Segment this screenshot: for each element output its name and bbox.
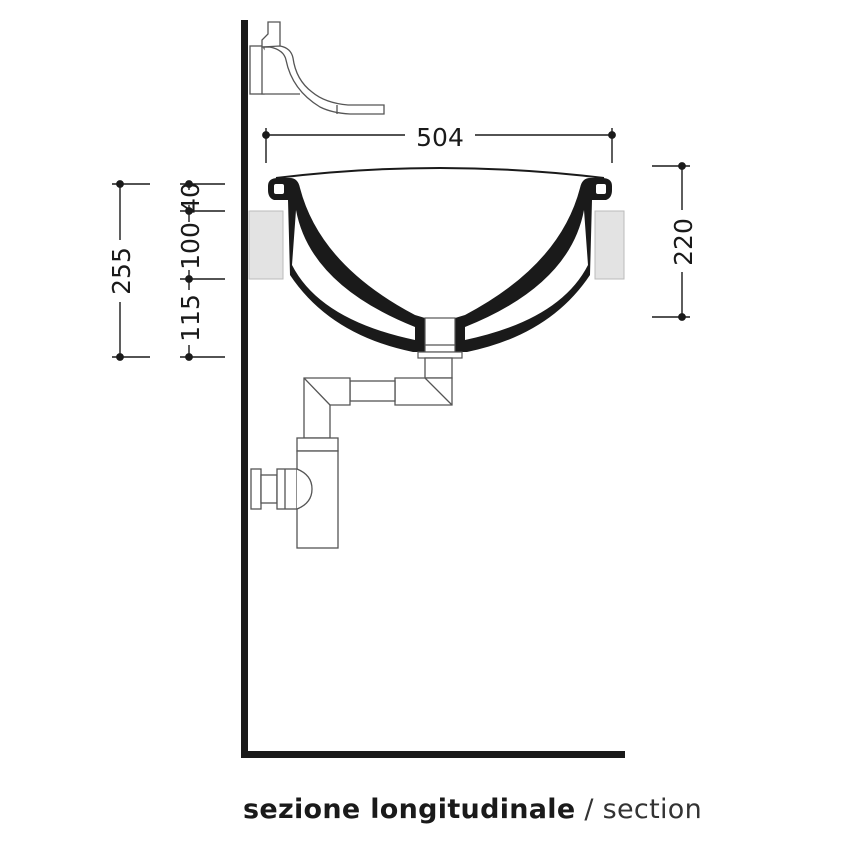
dimension-504-label: 504 — [416, 123, 464, 152]
caption-primary: sezione longitudinale — [243, 794, 576, 825]
caption: sezione longitudinale / section — [243, 794, 702, 825]
dimension-115-label: 115 — [176, 294, 205, 342]
dimension-255-label: 255 — [107, 247, 136, 295]
tap-icon — [249, 21, 385, 115]
dimension-height-left — [112, 180, 225, 361]
dimension-40-label: 40 — [176, 182, 205, 214]
caption-secondary: section — [602, 794, 702, 825]
dimension-100-label: 100 — [176, 222, 205, 270]
caption-separator: / — [575, 794, 603, 825]
dimension-height-right — [652, 162, 690, 321]
right-bracket — [594, 210, 625, 280]
basin-bowl — [268, 167, 612, 359]
left-bracket — [248, 210, 284, 280]
dimension-width — [262, 128, 616, 163]
dimension-220-label: 220 — [669, 218, 698, 266]
bottle-trap — [250, 357, 453, 549]
wall — [241, 20, 625, 758]
